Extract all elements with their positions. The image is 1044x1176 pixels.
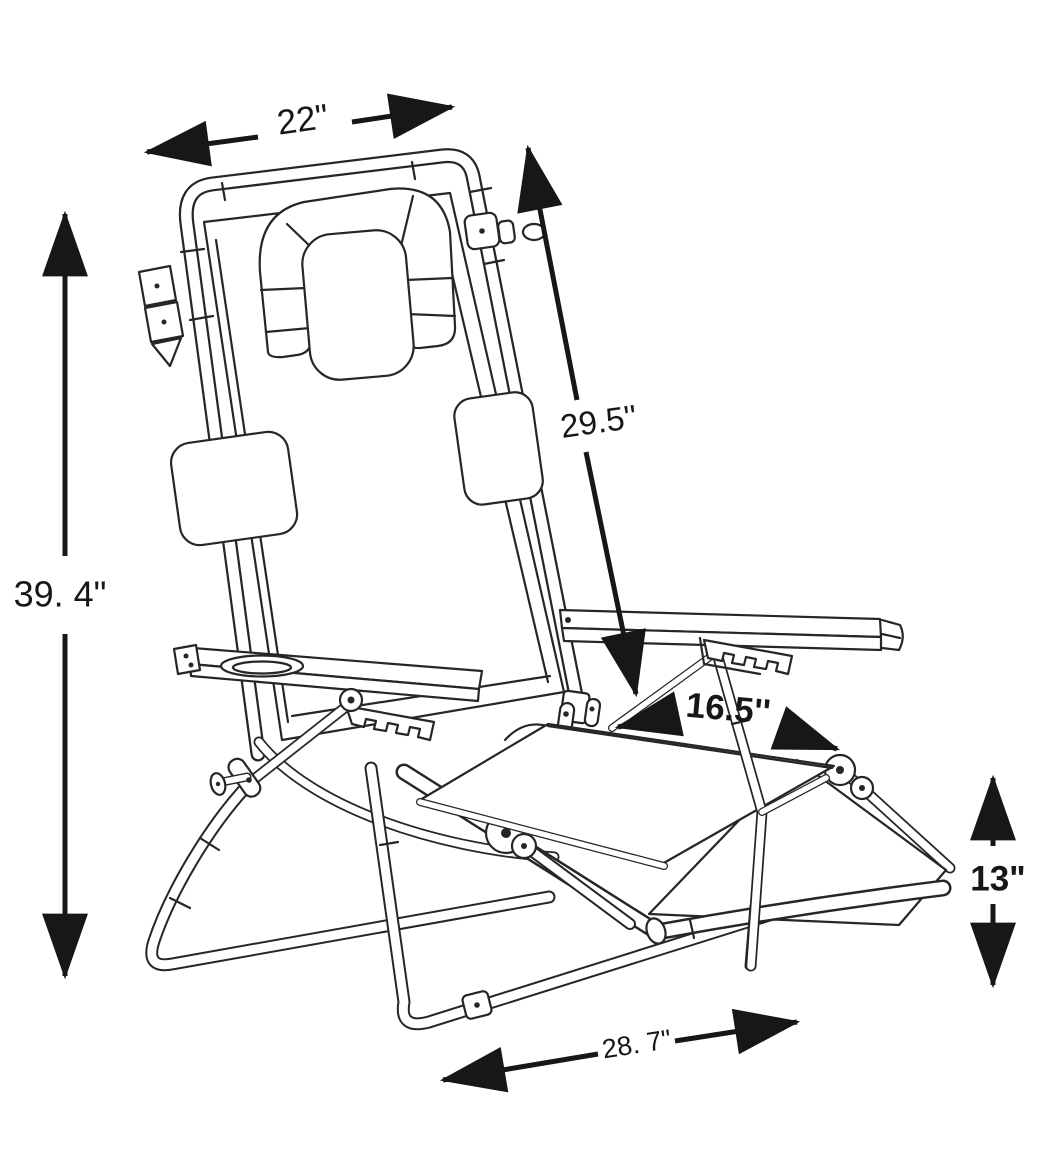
backrest-window-left — [169, 430, 299, 547]
dimension-top-width: 22" — [143, 93, 456, 167]
right-armrest — [558, 608, 904, 972]
dimension-base-length: 28. 7" — [439, 1008, 801, 1093]
dimension-annotations: 22" 39. 4" 29.5'' 16.5'' 13" 28. 7" — [14, 93, 1026, 1093]
headrest-pillow — [258, 187, 457, 381]
footrest-fabric — [647, 758, 948, 927]
armrests — [172, 608, 904, 972]
backrest-length-label: 29.5'' — [558, 398, 639, 445]
base-length-label: 28. 7" — [600, 1024, 673, 1065]
strap-buckle — [137, 264, 185, 368]
dimension-backrest-length: 29.5'' — [517, 144, 646, 698]
footrest-height-label: 13" — [970, 859, 1026, 898]
recline-hinge — [503, 689, 602, 742]
footrest — [645, 753, 956, 971]
right-adjust-rack — [702, 638, 794, 676]
backrest — [137, 148, 602, 762]
seat-depth-label: 16.5'' — [684, 686, 772, 732]
left-adjust-rack — [344, 704, 436, 742]
frame-clip — [463, 211, 547, 251]
headrest-face-pad — [301, 229, 415, 381]
left-armrest — [172, 643, 484, 742]
top-width-label: 22" — [275, 97, 331, 143]
pivot-block — [209, 757, 262, 798]
dimension-seat-depth: 16.5'' — [614, 686, 841, 752]
chair-illustration — [137, 148, 956, 1031]
dimension-overall-height: 39. 4" — [14, 210, 107, 980]
dimension-footrest-height: 13" — [970, 774, 1026, 989]
seat — [416, 722, 836, 870]
backrest-window-right — [453, 391, 544, 506]
overall-height-label: 39. 4" — [14, 574, 107, 615]
